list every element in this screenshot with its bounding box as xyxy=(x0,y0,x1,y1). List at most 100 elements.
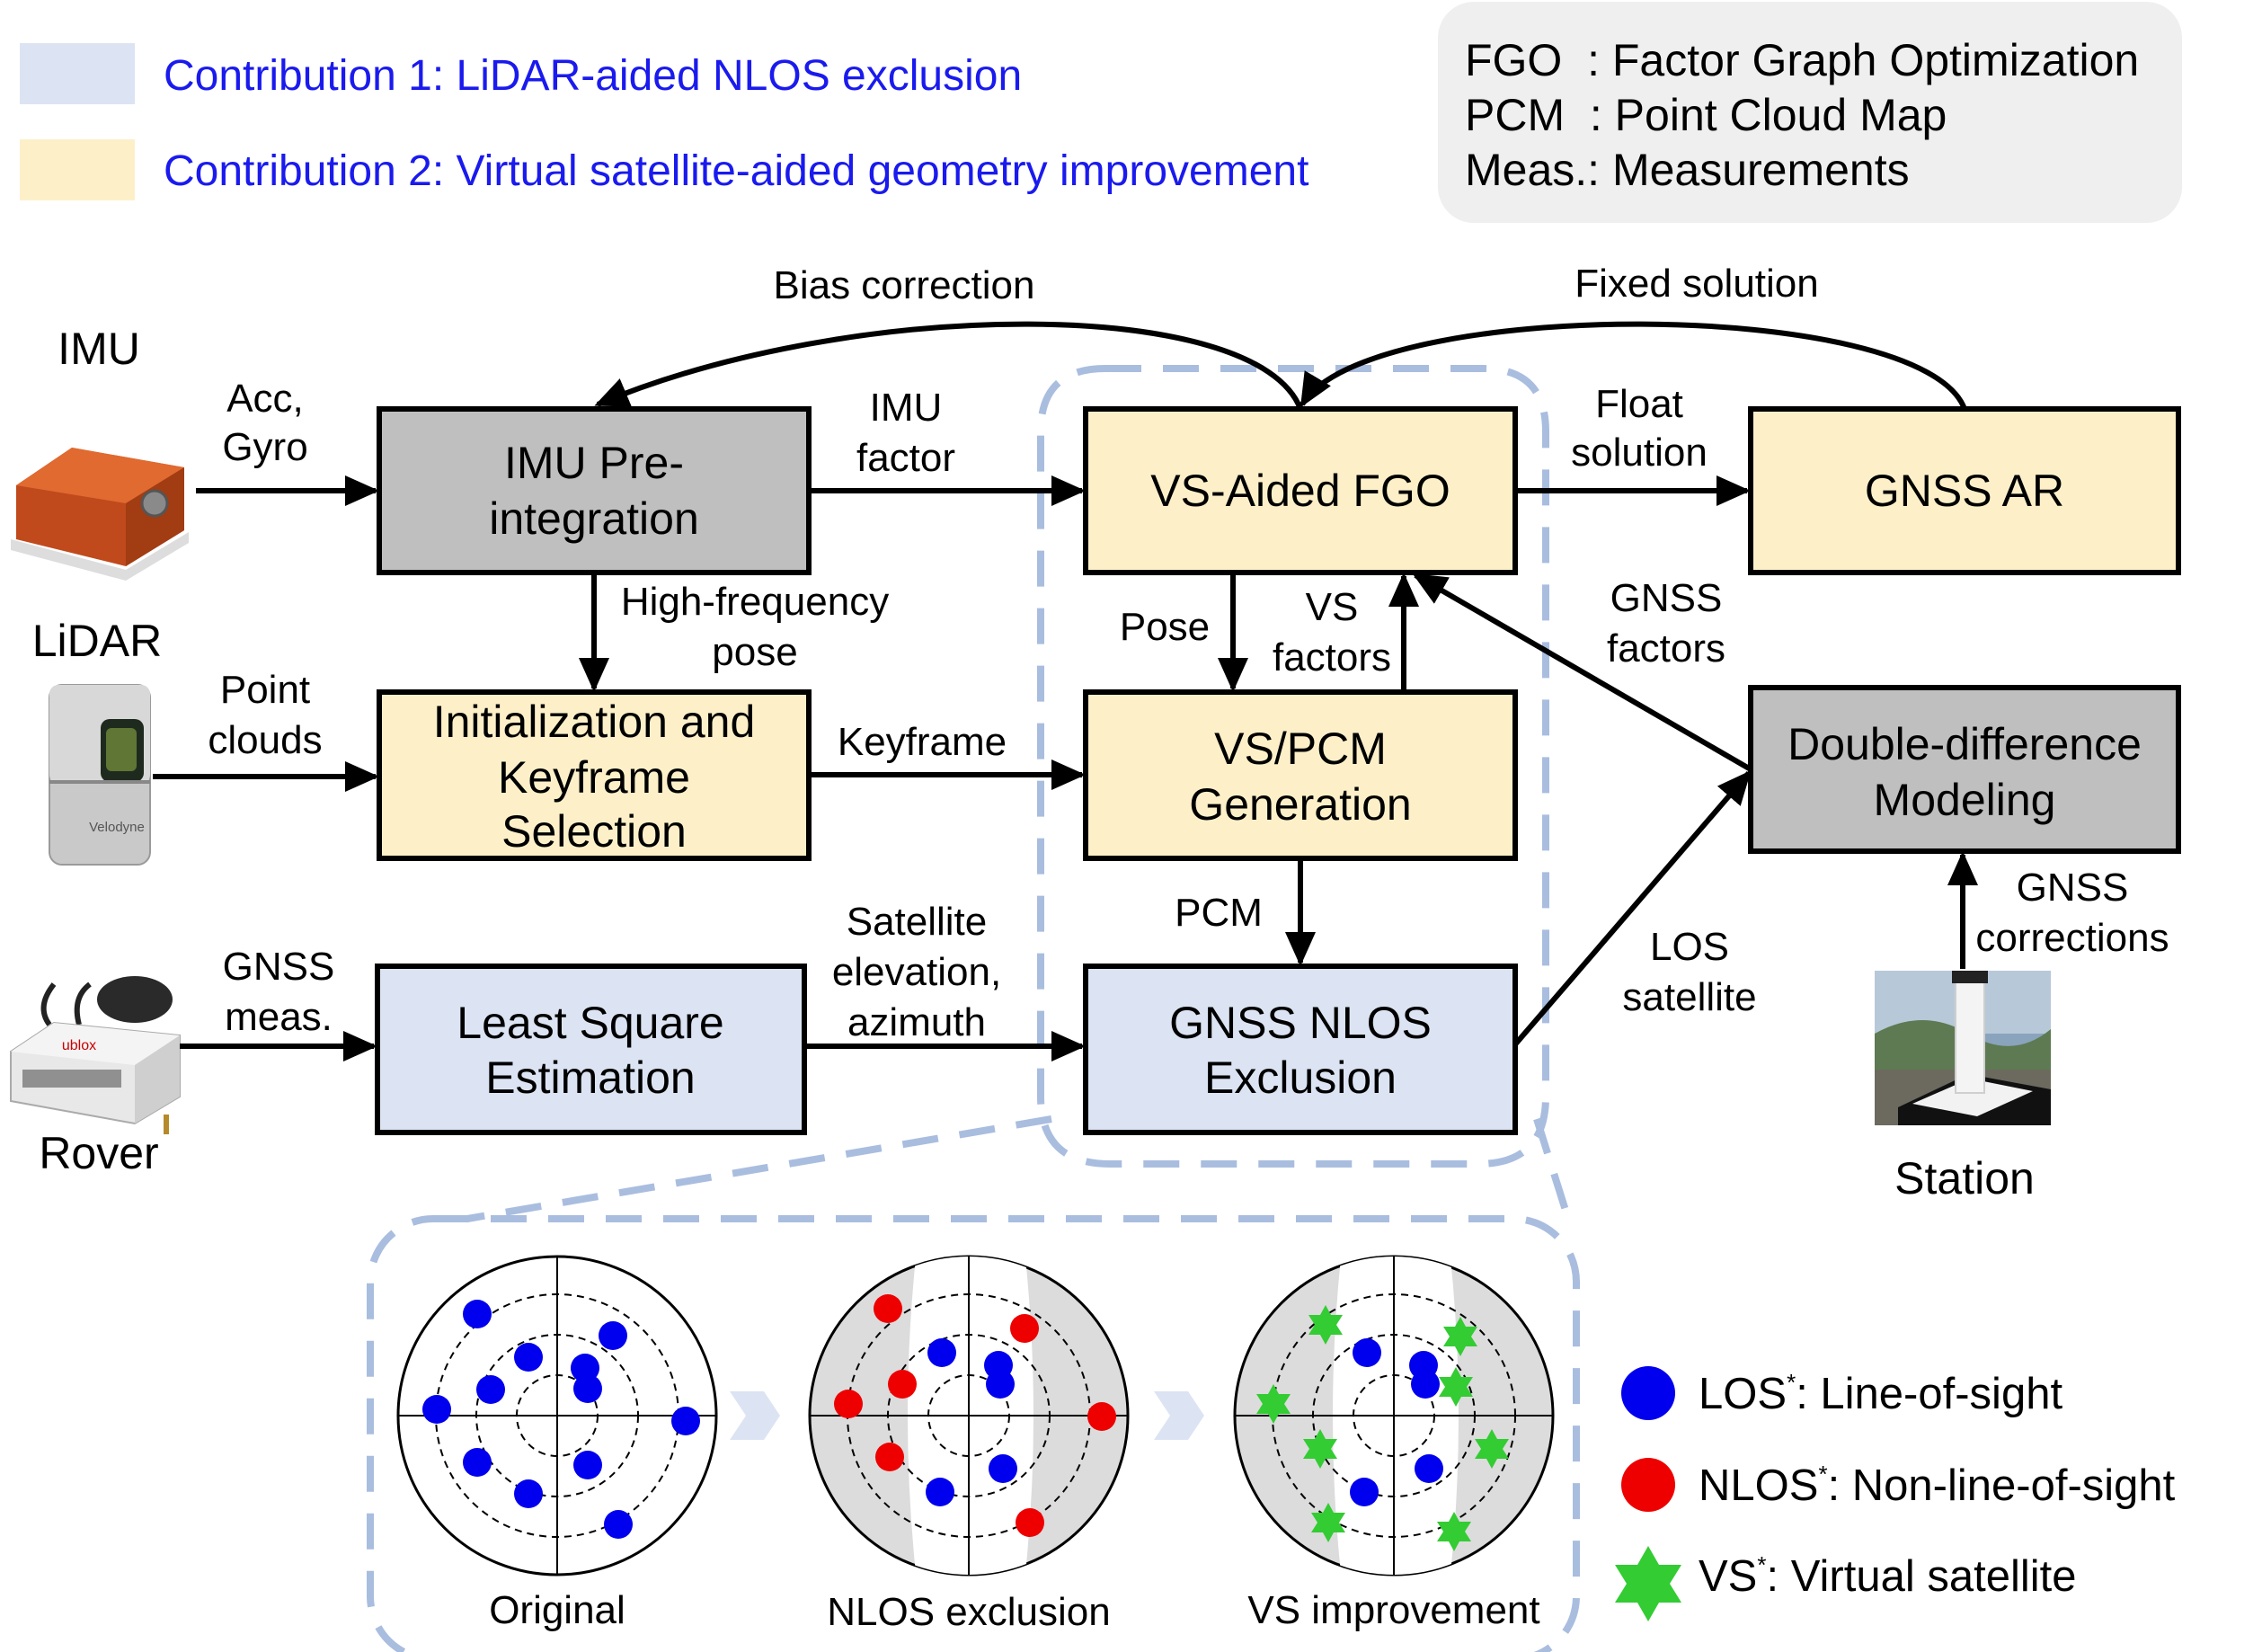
gnss-ar-block: GNSS AR xyxy=(1748,406,2181,575)
vs-star xyxy=(1308,1305,1343,1345)
imu-sensor-label: IMU xyxy=(58,324,140,374)
abbr-fgo: FGO : Factor Graph Optimization xyxy=(1465,35,2139,85)
lidar-sensor: LiDAR Velodyne xyxy=(32,616,162,866)
abbreviation-box: FGO : Factor Graph Optimization PCM : Po… xyxy=(1438,2,2182,223)
skyplot-vs-improvement: VS improvement xyxy=(1233,1255,1555,1632)
label-pcm: PCM xyxy=(1175,891,1263,935)
rover-label: Rover xyxy=(39,1128,158,1178)
label-point: Point xyxy=(220,668,310,712)
initialization-line3: Selection xyxy=(501,806,687,857)
base-station: Station xyxy=(1875,971,2051,1203)
arrow-fixed-solution xyxy=(1300,321,1967,411)
label-vs: VS xyxy=(1306,585,1359,629)
label-azimuth: azimuth xyxy=(847,1000,986,1044)
edge-labels: Acc, Gyro Point clouds GNSS meas. IMU fa… xyxy=(208,262,2169,1044)
imu-device-icon xyxy=(11,448,189,581)
imu-sensor: IMU xyxy=(11,324,189,581)
initialization-line1: Initialization and xyxy=(433,697,756,747)
vs-star xyxy=(1439,1367,1473,1407)
arrow-dd-to-fgo xyxy=(1412,573,1752,772)
initialization-line2: Keyframe xyxy=(498,752,690,803)
rover-brand-text: ublox xyxy=(62,1038,96,1053)
label-fixed-solution: Fixed solution xyxy=(1575,262,1818,306)
arrow-nlos-to-dd xyxy=(1512,769,1752,1046)
arrow-bias-correction xyxy=(594,321,1303,411)
contribution-legend: Contribution 1: LiDAR-aided NLOS exclusi… xyxy=(20,43,1308,200)
imu-preintegration-block: IMU Pre- integration xyxy=(377,406,812,575)
vs-star xyxy=(1303,1429,1337,1469)
vs-star xyxy=(1311,1503,1345,1542)
lidar-brand-text: Velodyne xyxy=(89,820,145,835)
skyplot-vs-los-satellites xyxy=(1350,1338,1443,1506)
label-gnss: GNSS xyxy=(223,945,335,989)
label-corrections: corrections xyxy=(1975,916,2169,960)
skyplot-original: Original xyxy=(396,1255,718,1632)
skyplot-original-caption: Original xyxy=(489,1588,625,1632)
lse-line1: Least Square xyxy=(457,998,723,1048)
contribution-2-swatch xyxy=(20,139,135,200)
double-difference-block: Double-difference Modeling xyxy=(1748,685,2181,854)
label-meas: meas. xyxy=(225,995,333,1039)
label-high-frequency: High-frequency xyxy=(621,580,889,624)
double-difference-line1: Double-difference xyxy=(1787,719,2142,769)
label-los: LOS xyxy=(1650,925,1729,969)
contribution-2-label: Contribution 2: Virtual satellite-aided … xyxy=(164,147,1308,195)
vs-pcm-generation-block: VS/PCM Generation xyxy=(1083,689,1518,861)
rover-device-icon: ublox xyxy=(10,976,181,1134)
abbr-meas: Meas.: Measurements xyxy=(1465,145,1910,195)
label-gnss-corr: GNSS xyxy=(2017,866,2129,910)
label-keyframe: Keyframe xyxy=(838,720,1007,764)
arrow-chevron-1 xyxy=(730,1391,780,1440)
zoom-connector-right xyxy=(1533,1117,1572,1221)
satellite-legend: LOS*: Line-of-sight NLOS*: Non-line-of-s… xyxy=(1615,1366,2176,1621)
lidar-sensor-label: LiDAR xyxy=(32,616,162,666)
label-acc: Acc, xyxy=(226,377,304,421)
skyplot-vs-virtual-satellites xyxy=(1256,1305,1509,1551)
label-imu: IMU xyxy=(870,386,943,430)
vs-region-dashed-outline xyxy=(1037,365,1549,1168)
vs-aided-fgo-label: VS-Aided FGO xyxy=(1150,466,1450,516)
label-pose: Pose xyxy=(1120,605,1210,649)
skyplot-nlos-caption: NLOS exclusion xyxy=(827,1590,1110,1634)
skyplot-vs-caption: VS improvement xyxy=(1247,1588,1539,1632)
station-label: Station xyxy=(1894,1153,2035,1203)
zoom-connector-left xyxy=(466,1115,1052,1222)
label-pose-hf: pose xyxy=(712,630,797,674)
gnss-nlos-exclusion-block: GNSS NLOS Exclusion xyxy=(1083,964,1518,1135)
least-square-estimation-block: Least Square Estimation xyxy=(375,964,807,1135)
imu-preintegration-line1: IMU Pre- xyxy=(504,438,684,488)
label-factor: factor xyxy=(856,436,955,480)
skyplot-nlos-los-satellites xyxy=(926,1338,1017,1506)
legend-los: LOS*: Line-of-sight xyxy=(1699,1369,2062,1418)
skyplot-original-satellites xyxy=(422,1300,700,1539)
legend-vs: VS*: Virtual satellite xyxy=(1699,1551,2077,1601)
station-photo-icon xyxy=(1875,971,2051,1125)
legend-vs-star xyxy=(1615,1546,1681,1621)
label-elevation: elevation, xyxy=(832,950,1001,994)
label-vs-factors: factors xyxy=(1273,635,1391,679)
label-gnss-factors-1: GNSS xyxy=(1610,576,1723,620)
vs-star xyxy=(1475,1429,1509,1469)
gnss-ar-label: GNSS AR xyxy=(1865,466,2064,516)
legend-nlos-dot xyxy=(1621,1458,1675,1512)
vs-pcm-line1: VS/PCM xyxy=(1214,724,1387,774)
arrow-chevron-2 xyxy=(1154,1391,1204,1440)
label-float: Float xyxy=(1595,382,1683,426)
label-los-satellite: satellite xyxy=(1622,975,1756,1019)
label-gyro: Gyro xyxy=(222,425,307,469)
label-float-solution: solution xyxy=(1571,431,1708,475)
label-satellite: Satellite xyxy=(847,900,988,944)
initialization-keyframe-block: Initialization and Keyframe Selection xyxy=(377,689,812,861)
nlos-exclusion-line1: GNSS NLOS xyxy=(1169,998,1432,1048)
imu-preintegration-line2: integration xyxy=(489,493,699,544)
legend-los-dot xyxy=(1621,1366,1675,1420)
vs-star xyxy=(1443,1317,1477,1356)
abbr-pcm: PCM : Point Cloud Map xyxy=(1465,90,1947,140)
skyplot-nlos-exclusion: NLOS exclusion xyxy=(808,1255,1130,1634)
vs-star xyxy=(1437,1512,1471,1551)
lse-line2: Estimation xyxy=(485,1052,695,1103)
label-clouds: clouds xyxy=(208,718,322,762)
abbreviation-box-bg xyxy=(1438,2,2182,223)
skyplot-panel-dashed xyxy=(367,1215,1580,1652)
